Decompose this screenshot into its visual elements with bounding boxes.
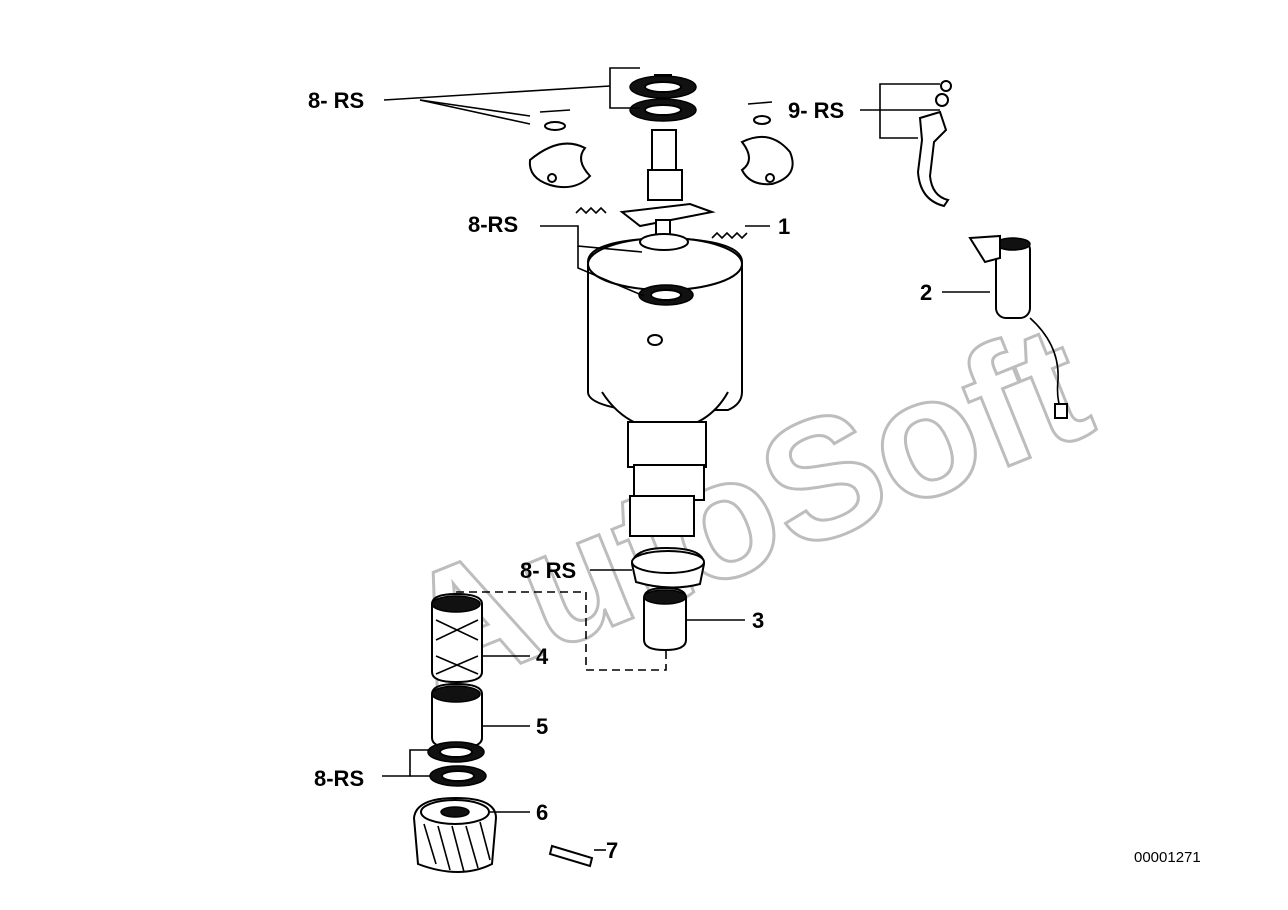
callout-7: 7 <box>606 838 618 863</box>
leader-lines <box>382 67 990 851</box>
bushing-5 <box>431 682 483 750</box>
bottom-washer-lower <box>429 765 487 787</box>
catalog-number: 00001271 <box>1134 849 1201 866</box>
spring-left <box>575 206 607 215</box>
filter-sleeve-4 <box>431 592 483 684</box>
weight-pin-right <box>747 101 773 125</box>
callout-6: 6 <box>536 800 548 825</box>
distributor-housing <box>587 233 743 432</box>
callout-3: 3 <box>752 608 764 633</box>
callout-9rs: 9- RS <box>788 98 844 123</box>
callout-5: 5 <box>536 714 548 739</box>
advance-weight-left <box>528 142 592 189</box>
callout-8rs-top: 8- RS <box>308 88 364 113</box>
callout-8rs-mid: 8-RS <box>468 212 518 237</box>
bushing-3 <box>643 586 687 652</box>
weight-pin-left <box>539 109 571 131</box>
callout-1: 1 <box>778 214 790 239</box>
condenser <box>968 234 1068 419</box>
shank-ring <box>630 546 706 589</box>
advance-weight-right <box>740 135 794 186</box>
contact-breaker <box>916 80 952 208</box>
drive-gear-6 <box>412 796 498 873</box>
callout-8rs-bottom: 8-RS <box>314 766 364 791</box>
bottom-washer-upper <box>427 741 485 763</box>
spring-right <box>711 231 748 240</box>
advance-shaft <box>619 129 716 243</box>
top-washer-lower <box>629 98 697 122</box>
callout-2: 2 <box>920 280 932 305</box>
watermark: AutoSoft <box>376 288 1112 733</box>
callout-4: 4 <box>536 644 549 669</box>
callout-8rs-low: 8- RS <box>520 558 576 583</box>
top-washer-upper <box>629 75 697 99</box>
housing-shank <box>627 421 707 537</box>
pin-7 <box>548 844 594 868</box>
